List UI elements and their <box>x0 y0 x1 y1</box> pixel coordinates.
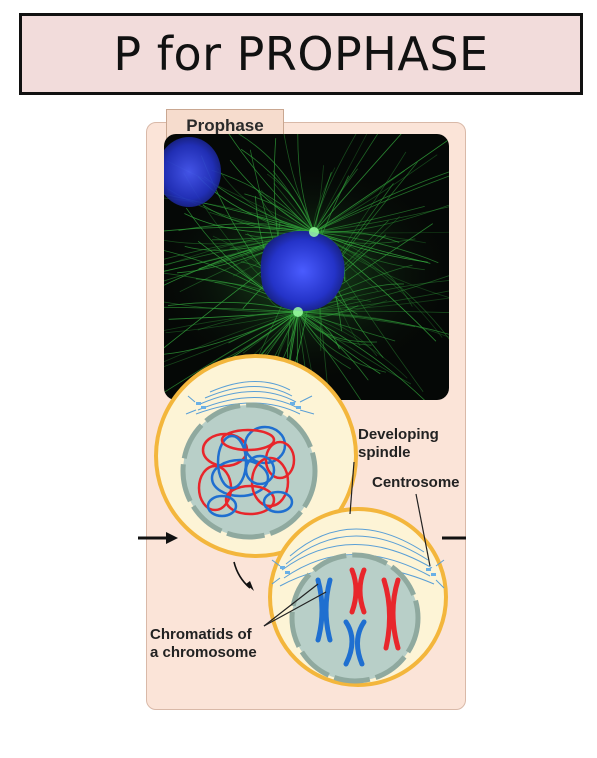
microtubule-fiber <box>297 275 449 313</box>
microtubule-fiber <box>257 189 315 233</box>
microtubule-fiber <box>297 134 315 233</box>
cell-late-prophase <box>268 507 448 687</box>
prophase-micrograph <box>164 134 449 400</box>
nucleus <box>260 230 345 312</box>
microtubule-fiber <box>313 134 402 233</box>
microtubule-fiber <box>164 311 299 368</box>
microtubule-fiber <box>297 311 449 338</box>
microtubule-fiber <box>313 138 449 233</box>
page-title: P for PROPHASE <box>113 27 489 81</box>
microtubule-fiber <box>297 311 351 370</box>
microtubule-fiber <box>313 231 426 244</box>
microtubule-fiber <box>297 311 416 328</box>
microtubule-fiber <box>297 290 449 313</box>
microtubule-fiber <box>297 311 378 343</box>
chromosome-blue-1 <box>315 577 333 643</box>
microtubule-fiber <box>313 231 400 243</box>
microtubule-fiber <box>296 311 300 400</box>
microtubule-fiber <box>178 223 315 233</box>
entry-arrow <box>138 532 178 544</box>
microtubule-fiber <box>164 193 315 233</box>
microtubule-fiber <box>313 175 449 233</box>
centrosome-label: Centrosome <box>372 474 460 491</box>
microtubule-fiber <box>164 197 315 233</box>
chromosome-blue-2 <box>343 619 367 667</box>
cell-early-prophase <box>154 354 358 558</box>
chromosome-red-2 <box>381 577 401 651</box>
microtubule-fiber <box>164 301 299 313</box>
microtubule-fiber <box>313 171 449 233</box>
microtubule-fiber <box>297 297 449 313</box>
microtubule-fiber <box>168 311 299 320</box>
microtubule-fiber <box>273 182 315 233</box>
microtubule-fiber <box>313 170 405 233</box>
spindle-pole-top <box>309 227 319 237</box>
microtubule-fiber <box>164 311 299 363</box>
microtubule-fiber <box>229 159 315 233</box>
microtubule-fiber <box>297 311 387 373</box>
microtubule-fiber <box>240 148 315 233</box>
microtubule-fiber <box>313 205 425 233</box>
chromatids-label: Chromatids of a chromosome <box>150 626 257 662</box>
microtubule-fiber <box>313 168 358 233</box>
microtubule-fiber <box>297 311 449 335</box>
microtubule-fiber <box>164 306 299 313</box>
microtubule-fiber <box>313 206 449 233</box>
microtubule-fiber <box>283 134 315 233</box>
microtubule-fiber <box>164 311 299 393</box>
microtubule-fiber <box>244 193 315 233</box>
microtubule-fiber <box>297 311 425 400</box>
microtubule-fiber <box>297 300 388 316</box>
microtubule-fiber <box>313 231 449 234</box>
microtubule-fiber <box>164 311 299 355</box>
microtubule-fiber <box>313 134 357 233</box>
microtubule-fiber <box>313 231 413 307</box>
developing-spindle-label-line1: Developing <box>358 426 439 443</box>
chromosome-red-1 <box>349 567 367 615</box>
microtubule-fiber <box>167 301 299 313</box>
microtubule-fiber <box>297 311 311 400</box>
micrograph-image <box>164 134 449 400</box>
microtubule-fiber <box>267 173 315 233</box>
chromatids-label-line2: a chromosome <box>150 644 257 661</box>
microtubule-fiber <box>212 311 299 364</box>
microtubule-fiber <box>165 311 299 334</box>
microtubule-fiber <box>313 204 449 233</box>
developing-spindle-label-line2: spindle <box>358 444 411 461</box>
microtubule-fiber <box>297 310 449 313</box>
microtubule-fiber <box>313 134 379 233</box>
progression-arrow <box>233 561 254 591</box>
microtubule-fiber <box>259 311 299 400</box>
microtubule-fiber <box>297 311 396 342</box>
developing-spindle-label: Developing spindle <box>358 426 439 462</box>
chromatids-label-line1: Chromatids of <box>150 626 252 643</box>
microtubule-fiber <box>228 134 315 233</box>
microtubule-fiber <box>313 134 368 233</box>
microtubule-fiber <box>313 231 439 264</box>
microtubule-fiber <box>297 311 369 381</box>
microtubule-fiber <box>164 226 315 233</box>
microtubule-fiber <box>297 311 378 357</box>
leader-lines <box>263 461 431 627</box>
microtubule-fiber <box>228 311 299 344</box>
neighbor-nucleus <box>164 137 221 207</box>
microtubule-fiber <box>297 311 362 400</box>
microtubule-fiber <box>217 167 315 233</box>
spindle-pole-bottom <box>293 307 303 317</box>
microtubule-fiber <box>297 311 381 375</box>
title-banner: P for PROPHASE <box>19 13 583 95</box>
